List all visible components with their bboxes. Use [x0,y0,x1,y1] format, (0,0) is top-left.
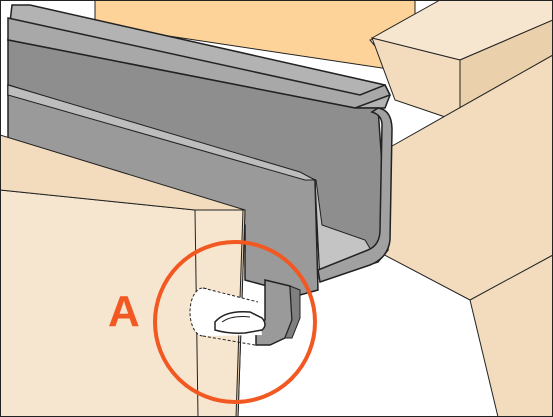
hanger-bracket-side [284,285,301,339]
callout-circle [153,240,317,404]
panel-edge-line [469,254,553,301]
latch-hook-inner [221,316,251,323]
rail-front-flange-top [7,84,316,181]
callout-label: A [108,287,140,336]
latch-hook [214,310,266,334]
dowel-top-line [202,287,259,303]
dowel-bottom-line [202,335,256,346]
